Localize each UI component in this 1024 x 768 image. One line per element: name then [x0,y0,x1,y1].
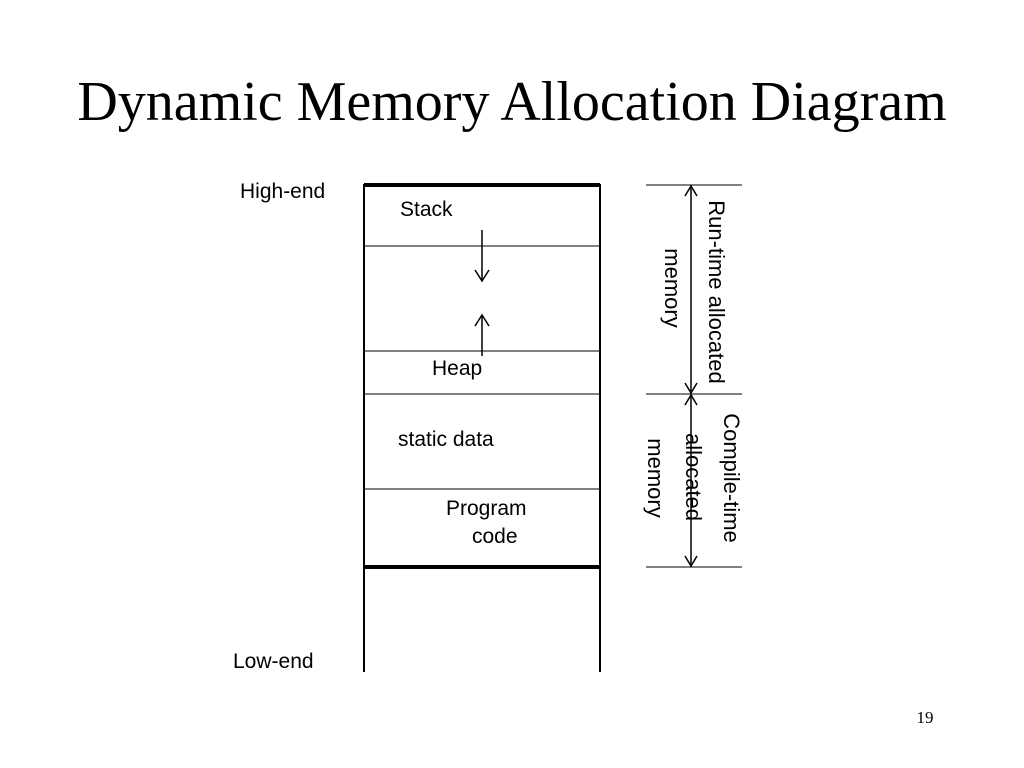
program-code-label-line1: Program [446,497,527,520]
compile-label-line3: memory [643,438,668,518]
heap-growth-arrow-icon [474,313,490,356]
runtime-label-line2: memory [660,248,685,328]
stack-growth-arrow-icon [474,230,490,283]
low-end-label: Low-end [233,650,314,673]
high-end-label: High-end [240,180,326,203]
runtime-label-line1: Run-time allocated [704,200,729,384]
runtime-dimension-arrow-icon [684,184,698,395]
slide-title: Dynamic Memory Allocation Diagram [77,71,947,133]
stack-label: Stack [400,198,453,221]
program-code-label-line2: code [472,525,518,548]
compile-label-line2: allocated [681,432,706,522]
static-data-label: static data [398,428,494,451]
heap-label: Heap [432,357,483,380]
page-number: 19 [916,708,934,727]
compile-time-dimension-arrow-icon [684,393,698,568]
compile-label-line1: Compile-time [719,413,744,543]
